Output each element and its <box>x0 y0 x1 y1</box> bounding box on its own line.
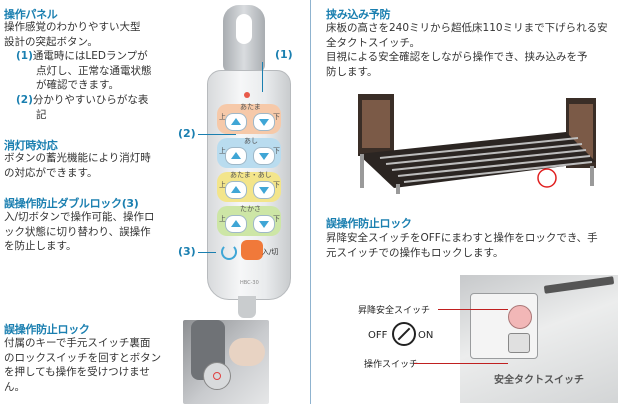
callout-3: (3) <box>178 245 196 258</box>
item-line: 分かりやすいひらがな表 <box>32 94 149 106</box>
power-button[interactable] <box>241 240 263 260</box>
down-label: 下 <box>273 215 280 223</box>
up-label: 上 <box>219 181 226 189</box>
op-switch-knob <box>508 333 530 353</box>
row-height: たかさ 上 下 <box>217 205 281 236</box>
pinch-line: 全タクトスイッチ。 <box>326 36 420 49</box>
lockop-heading: 誤操作防止ロック <box>326 217 412 230</box>
panel-description: 操作感覚のわかりやすい大型 設計の突起ボタン。 <box>4 20 141 49</box>
lockop-description: 昇降安全スイッチをOFFにまわすと操作をロックでき、手 元スイッチでの操作もロッ… <box>326 231 598 260</box>
panel-heading: 操作パネル <box>4 8 58 21</box>
callout-1: (1) <box>275 48 293 61</box>
op-switch-label: 操作スイッチ <box>364 360 419 370</box>
lift-switch-line <box>438 309 508 310</box>
pinch-description: 床板の高さを240ミリから超低床110ミリまで下げられる安 全タクトスイッチ。 … <box>326 21 608 79</box>
row-label: あたま <box>240 103 261 111</box>
callout-3-line <box>198 252 216 253</box>
op-switch-line <box>414 363 508 364</box>
item-line: が確認できます。 <box>36 79 119 91</box>
lock-line: 付属のキーで手元スイッチ裏面 <box>4 337 151 349</box>
up-label: 上 <box>219 215 226 223</box>
remote-cable <box>238 296 256 318</box>
pinch-heading: 挟み込み予防 <box>326 8 391 21</box>
panel-line: 設計の突起ボタン。 <box>4 35 98 48</box>
pinch-line: 防します。 <box>326 65 378 78</box>
down-label: 下 <box>273 147 280 155</box>
leg-up-button[interactable] <box>225 147 247 165</box>
bed-photo <box>340 92 602 196</box>
rotary-switch-icon <box>392 322 416 346</box>
column-separator <box>310 0 311 404</box>
callout-1-line <box>262 62 263 92</box>
switch-caption: 安全タクトスイッチ <box>494 375 584 386</box>
row-head-leg: あたま・あし 上 下 <box>217 171 281 202</box>
item-number: (2) <box>16 94 33 106</box>
nightlight-line: ボタンの蓄光機能により消灯時 <box>4 152 151 164</box>
panel-item-2: (2)分かりやすいひらがな表 記 <box>16 93 148 122</box>
lock-indicator <box>213 372 221 380</box>
lock-line: ん。 <box>4 380 25 393</box>
item-line: 通電時にはLEDランプが <box>32 50 148 62</box>
down-label: 下 <box>273 181 280 189</box>
height-up-button[interactable] <box>225 215 247 233</box>
row-label: あし <box>244 137 258 145</box>
row-leg: あし 上 下 <box>217 137 281 168</box>
callout-2: (2) <box>178 127 196 140</box>
doublelock-line: ック状態に切り替わり、誤操作 <box>4 225 151 238</box>
head-down-button[interactable] <box>253 113 275 131</box>
power-label: 入/切 <box>262 248 279 256</box>
leg-down-button[interactable] <box>253 147 275 165</box>
callout-2-line <box>198 134 236 135</box>
off-label: OFF <box>368 330 388 341</box>
lift-switch-label: 昇降安全スイッチ <box>358 306 431 316</box>
row-label: たかさ <box>240 205 261 213</box>
hand <box>229 338 265 366</box>
lift-switch-knob <box>508 305 532 329</box>
item-line: 記 <box>36 108 47 121</box>
nightlight-heading: 消灯時対応 <box>4 139 58 152</box>
head-leg-up-button[interactable] <box>225 181 247 199</box>
item-line: 点灯し、正常な通電状態 <box>36 64 152 77</box>
up-label: 上 <box>219 147 226 155</box>
row-label: あたま・あし <box>230 171 272 179</box>
row-head: あたま 上 下 <box>217 103 281 134</box>
lock-line: のロックスイッチを回すとボタン <box>4 351 162 364</box>
head-leg-down-button[interactable] <box>253 181 275 199</box>
lockop-line: 元スイッチでの操作もロックします。 <box>326 246 504 259</box>
switch-photo: 安全タクトスイッチ <box>460 275 618 403</box>
doublelock-heading: 誤操作防止ダブルロック(3) <box>4 197 139 210</box>
pinch-line: 床板の高さを240ミリから超低床110ミリまで下げられる安 <box>326 22 608 34</box>
power-icon <box>221 244 237 260</box>
lockop-line: 昇降安全スイッチをOFFにまわすと操作をロックでき、手 <box>326 232 598 244</box>
lock-heading: 誤操作防止ロック <box>4 323 90 336</box>
on-label: ON <box>418 330 434 341</box>
doublelock-line: 入/切ボタンで操作可能、操作ロ <box>4 211 155 223</box>
remote-hook-hole <box>236 14 252 44</box>
nightlight-description: ボタンの蓄光機能により消灯時 の対応ができます。 <box>4 151 151 180</box>
led-lamp <box>244 92 250 98</box>
head-up-button[interactable] <box>225 113 247 131</box>
down-label: 下 <box>273 113 280 121</box>
item-number: (1) <box>16 50 33 62</box>
up-label: 上 <box>219 113 226 121</box>
panel-item-1: (1)通電時にはLEDランプが 点灯し、正常な通電状態 が確認できます。 <box>16 49 152 93</box>
pinch-line: 目視による安全確認をしながら操作でき、挟み込みを予 <box>326 51 588 63</box>
height-down-button[interactable] <box>253 215 275 233</box>
doublelock-description: 入/切ボタンで操作可能、操作ロ ック状態に切り替わり、誤操作 を防止します。 <box>4 210 155 254</box>
lock-photo <box>183 320 269 404</box>
frame-bar <box>543 276 615 294</box>
lock-description: 付属のキーで手元スイッチ裏面 のロックスイッチを回すとボタン を押しても操作を受… <box>4 336 161 394</box>
nightlight-line: の対応ができます。 <box>4 166 98 179</box>
doublelock-line: を防止します。 <box>4 240 77 252</box>
lock-line: を押しても操作を受けつけませ <box>4 366 150 378</box>
panel-line: 操作感覚のわかりやすい大型 <box>4 21 141 33</box>
model-label: HBC-30 <box>240 280 259 286</box>
